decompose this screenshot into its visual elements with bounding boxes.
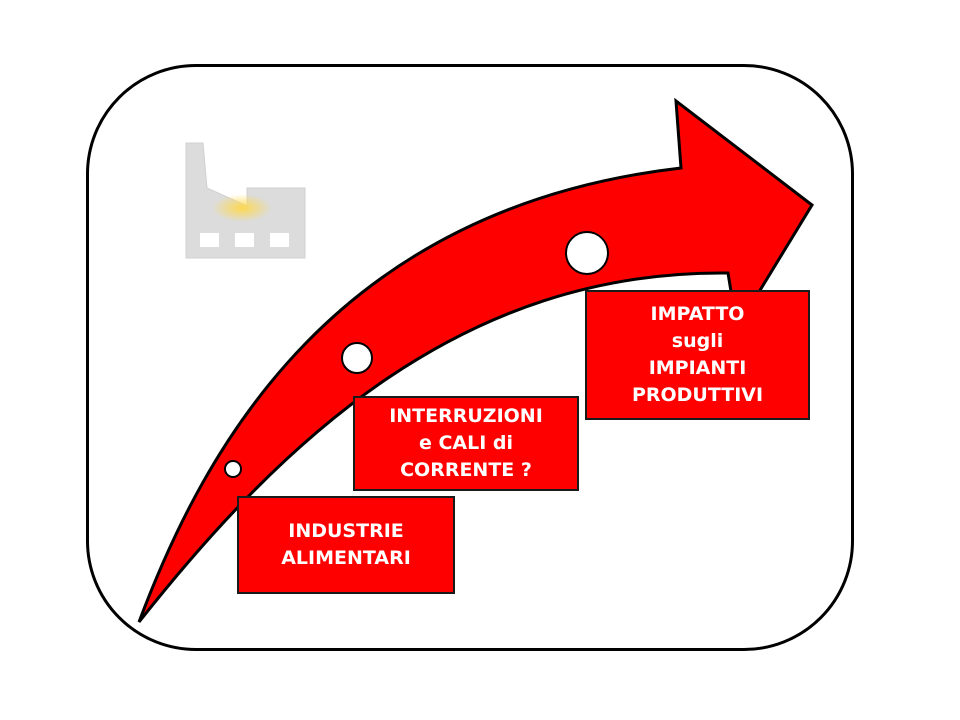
milestone-circle-medium: [341, 342, 373, 374]
milestone-circle-large: [565, 231, 609, 275]
step-text-line: ALIMENTARI: [281, 547, 411, 569]
step-text-line: IMPATTO: [650, 303, 745, 325]
step-text-line: sugli: [671, 330, 724, 352]
step-text-line: INDUSTRIE: [288, 520, 404, 542]
step-text-line: PRODUTTIVI: [631, 384, 764, 406]
step-box-industrie-alimentari: INDUSTRIE ALIMENTARI: [237, 496, 455, 594]
milestone-circle-small: [224, 460, 242, 478]
step-text-line: IMPIANTI: [648, 357, 747, 379]
step-text-line: CORRENTE ?: [400, 459, 532, 481]
step-box-interruzioni: INTERRUZIONI e CALI di CORRENTE ?: [353, 396, 579, 491]
step-box-impatto: IMPATTO sugli IMPIANTI PRODUTTIVI: [585, 290, 810, 420]
step-text-line: e CALI di: [418, 432, 514, 454]
step-text-line: INTERRUZIONI: [389, 405, 543, 427]
factory-icon: [185, 142, 306, 259]
progress-arrow: [137, 97, 814, 623]
